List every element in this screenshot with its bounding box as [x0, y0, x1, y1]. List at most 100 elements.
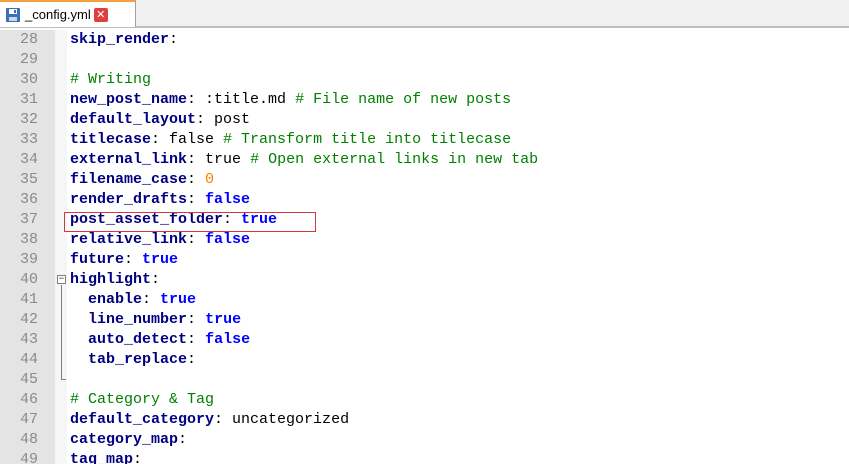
tab-label: _config.yml [25, 7, 91, 22]
code-line[interactable]: 38 relative_link: false [0, 230, 849, 250]
yaml-key: default_category [70, 411, 215, 428]
save-disk-icon [6, 7, 20, 22]
code-text: external_link: true # Open external link… [70, 150, 538, 170]
yaml-key: external_link [70, 151, 188, 168]
separator: : [187, 351, 197, 368]
highlight-annotation-box [64, 212, 316, 232]
indent [70, 311, 88, 328]
line-number: 32 [19, 111, 38, 128]
code-line[interactable]: 41 enable: true [0, 290, 849, 310]
separator: : [187, 231, 206, 248]
yaml-key: highlight [70, 271, 152, 288]
line-number: 48 [19, 431, 38, 448]
close-icon[interactable]: ✕ [93, 7, 108, 22]
code-line[interactable]: 29 [0, 50, 849, 70]
yaml-key: titlecase [70, 131, 152, 148]
fold-range-line [61, 285, 62, 380]
code-text: render_drafts: false [70, 190, 250, 210]
line-number: 44 [19, 351, 38, 368]
yaml-key: new_post_name [70, 91, 188, 108]
separator: : [151, 131, 170, 148]
separator: : [178, 431, 188, 448]
line-number: 43 [19, 331, 38, 348]
separator: : [214, 411, 233, 428]
line-number: 29 [19, 51, 38, 68]
code-line[interactable]: 48 category_map: [0, 430, 849, 450]
line-number: 45 [19, 371, 38, 388]
separator: : [133, 451, 143, 464]
separator: : [196, 111, 215, 128]
line-number: 39 [19, 251, 38, 268]
comment: # Writing [70, 71, 152, 88]
code-line[interactable]: 43 auto_detect: false [0, 330, 849, 350]
yaml-key: tag_map [70, 451, 134, 464]
code-line[interactable]: 30 # Writing [0, 70, 849, 90]
separator: : [187, 91, 206, 108]
yaml-key: tab_replace [88, 351, 188, 368]
yaml-key: post_asset_folder [70, 211, 224, 228]
separator: : [187, 191, 206, 208]
separator: : [223, 211, 242, 228]
line-number: 36 [19, 191, 38, 208]
code-line[interactable]: 32 default_layout: post [0, 110, 849, 130]
separator: : [169, 31, 179, 48]
yaml-key: line_number [88, 311, 188, 328]
yaml-key: relative_link [70, 231, 188, 248]
comment: # Transform title into titlecase [214, 131, 512, 148]
tab-bar: _config.yml ✕ [0, 0, 849, 28]
code-text: enable: true [70, 290, 196, 310]
yaml-key: render_drafts [70, 191, 188, 208]
line-number: 33 [19, 131, 38, 148]
line-number: 38 [19, 231, 38, 248]
code-text: tab_replace: [70, 350, 196, 370]
yaml-key: future [70, 251, 125, 268]
code-text: line_number: true [70, 310, 241, 330]
line-number: 30 [19, 71, 38, 88]
yaml-value: 0 [205, 171, 215, 188]
code-text: relative_link: false [70, 230, 250, 250]
indent [70, 331, 88, 348]
indent [70, 291, 88, 308]
yaml-key: filename_case [70, 171, 188, 188]
code-line[interactable]: 36 render_drafts: false [0, 190, 849, 210]
fold-margin [55, 30, 67, 464]
code-line[interactable]: 33 titlecase: false # Transform title int… [0, 130, 849, 150]
code-line[interactable]: 46# Category & Tag [0, 390, 849, 410]
yaml-value: true [205, 151, 242, 168]
code-line[interactable]: 42 line_number: true [0, 310, 849, 330]
code-text: # Writing [70, 70, 151, 90]
code-line[interactable]: 45 [0, 370, 849, 390]
file-tab[interactable]: _config.yml ✕ [0, 0, 136, 27]
code-text: default_layout: post [70, 110, 250, 130]
code-text: default_category: uncategorized [70, 410, 349, 430]
yaml-value: true [160, 291, 197, 308]
code-text: # Category & Tag [70, 390, 214, 410]
yaml-value: :title.md [205, 91, 287, 108]
code-text: titlecase: false # Transform title into … [70, 130, 511, 150]
code-line[interactable]: 44 tab_replace: [0, 350, 849, 370]
separator: : [187, 171, 206, 188]
yaml-key: category_map [70, 431, 179, 448]
yaml-value: true [205, 311, 242, 328]
yaml-value: post [214, 111, 251, 128]
separator: : [187, 151, 206, 168]
yaml-key: skip_render [70, 31, 170, 48]
code-text: post_asset_folder: true [70, 210, 277, 230]
yaml-value: false [205, 331, 251, 348]
fold-collapse-icon[interactable]: − [57, 274, 66, 284]
separator: : [124, 251, 143, 268]
yaml-value: false [205, 191, 251, 208]
yaml-value: false [205, 231, 251, 248]
indent [70, 351, 88, 368]
code-text: new_post_name: :title.md # File name of … [70, 90, 511, 110]
